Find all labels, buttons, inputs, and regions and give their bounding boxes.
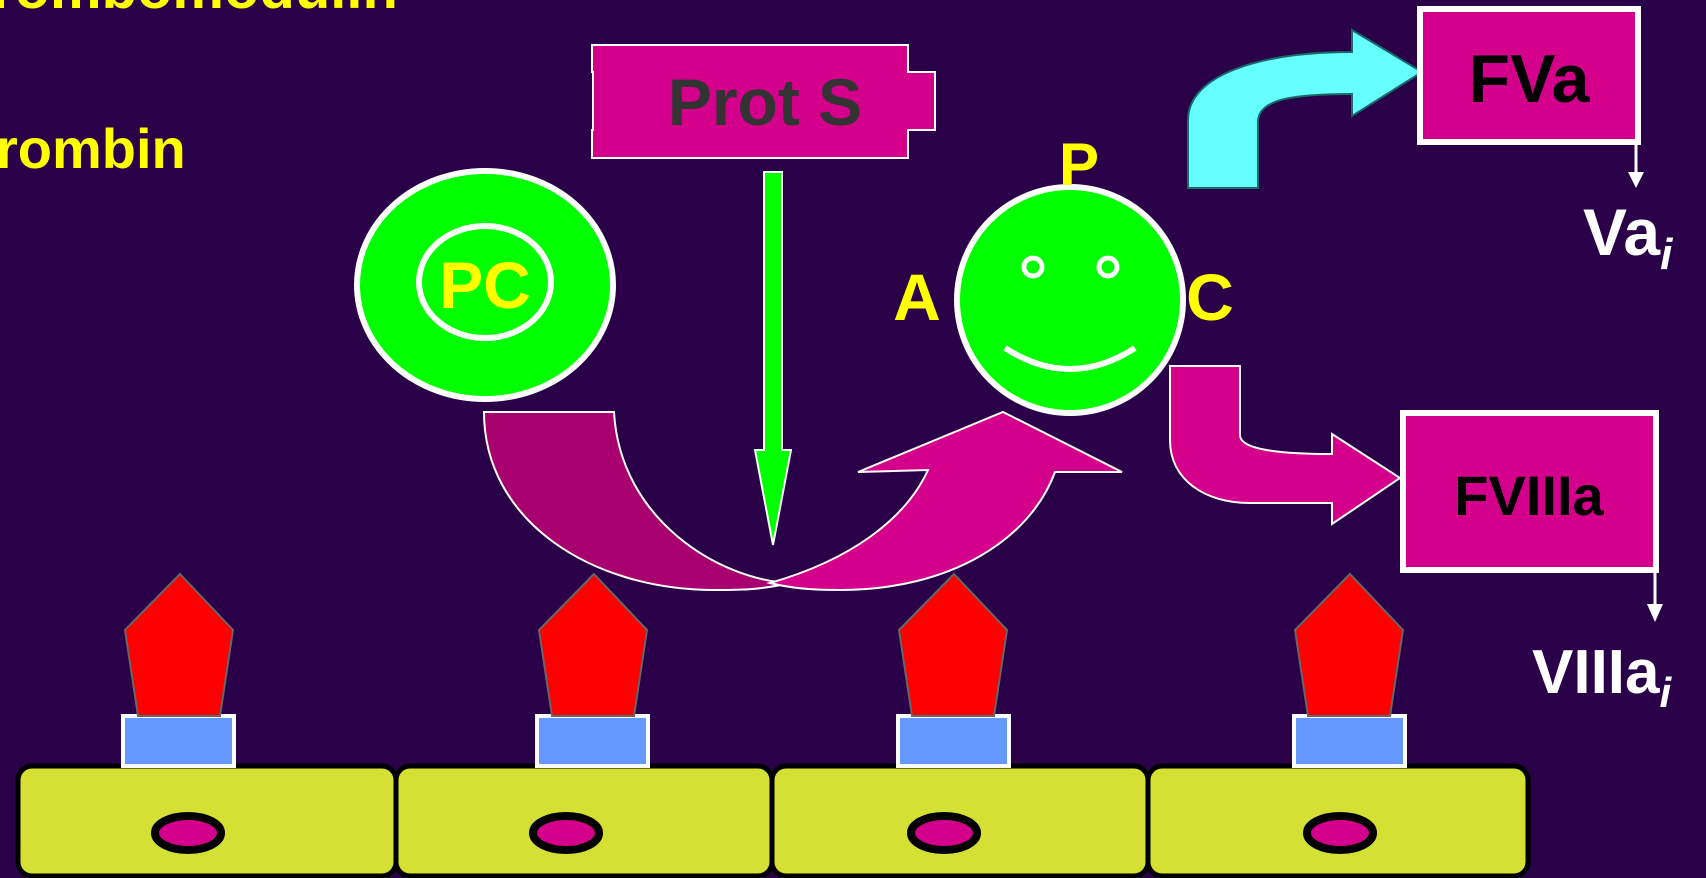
curved-band-left	[482, 411, 791, 592]
subtitle-fragment: rombin	[0, 117, 186, 180]
receptor-group	[1292, 572, 1407, 768]
title-fragment: rombomodulin	[0, 0, 398, 21]
apc-p-label: P	[1059, 131, 1099, 198]
receptor-group	[535, 572, 650, 768]
cell-nucleus-icon	[529, 812, 603, 854]
protein-c-molecule: PC	[354, 168, 616, 402]
blue-rectangle-anchor-icon	[121, 714, 236, 768]
pentagon-receptor-icon	[537, 572, 649, 717]
va-inactive-label: Vai	[1583, 195, 1673, 279]
cyan-arrow-to-fva	[1187, 28, 1424, 189]
blue-rectangle-anchor-icon	[896, 714, 1011, 768]
fviiia-label: FVIIIa	[1454, 464, 1604, 527]
smiley-eye-right	[1096, 255, 1120, 279]
viiia-label-sub: i	[1660, 669, 1673, 716]
pentagon-receptor-icon	[123, 572, 235, 717]
cell-nucleus-icon	[151, 812, 225, 854]
activated-protein-c-smiley	[954, 184, 1186, 416]
smiley-eye-left	[1021, 255, 1045, 279]
va-label-main: Va	[1583, 195, 1661, 269]
fva-down-arrowhead	[1628, 172, 1644, 188]
pentagon-receptor-icon	[1293, 572, 1405, 717]
apc-c-label: C	[1186, 260, 1234, 334]
fviiia-down-arrowhead	[1647, 604, 1663, 622]
pc-label: PC	[439, 248, 531, 322]
curved-arrow-to-apc	[766, 410, 1123, 592]
receptor-group	[896, 572, 1011, 768]
smiley-mouth	[1003, 345, 1137, 372]
endothelial-cell-row	[15, 763, 1531, 878]
magenta-arrow-to-fviiia	[1169, 365, 1402, 526]
fviiia-box: FVIIIa	[1400, 410, 1659, 573]
pentagon-receptor-icon	[897, 572, 1009, 717]
cell-nucleus-icon	[1303, 812, 1377, 854]
viiia-inactive-label: VIIIai	[1532, 638, 1673, 716]
prot-s-down-arrow	[753, 171, 793, 546]
prot-s-box: Prot S	[591, 44, 936, 159]
fva-box: FVa	[1417, 6, 1641, 145]
va-label-sub: i	[1660, 230, 1673, 279]
viiia-label-main: VIIIa	[1532, 638, 1660, 707]
receptor-group	[121, 572, 236, 768]
prot-s-label: Prot S	[668, 65, 862, 139]
cell-nucleus-icon	[907, 812, 981, 854]
apc-a-label: A	[893, 260, 941, 334]
blue-rectangle-anchor-icon	[1292, 714, 1407, 768]
fva-label: FVa	[1469, 41, 1591, 117]
blue-rectangle-anchor-icon	[535, 714, 650, 768]
